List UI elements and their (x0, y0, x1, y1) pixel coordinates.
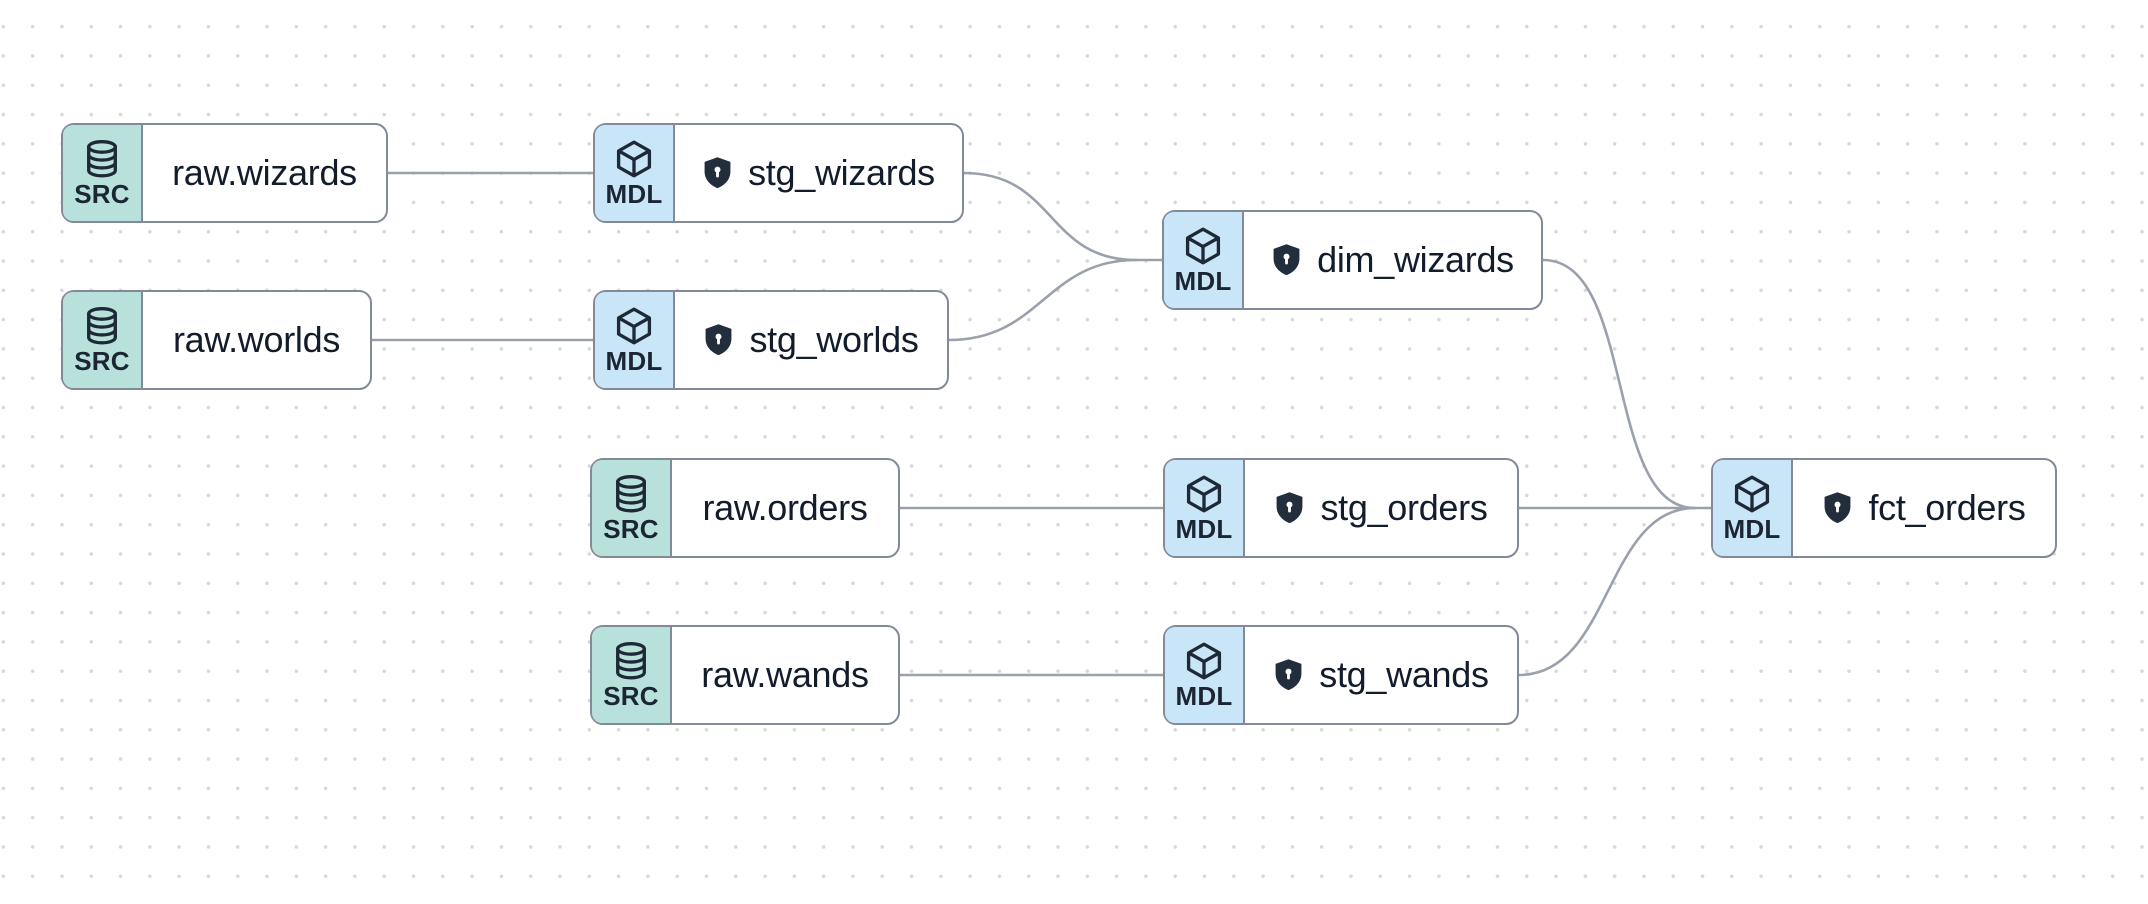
badge-label: MDL (1723, 513, 1781, 544)
node-body: dim_wizards (1244, 212, 1541, 308)
node-body: raw.wizards (143, 125, 386, 221)
badge-label: SRC (603, 680, 659, 711)
edge-stg-wands-fct-orders (1517, 506, 1697, 677)
node-type-badge: MDL (1164, 212, 1244, 308)
node-body: raw.orders (672, 460, 898, 556)
node-type-badge: SRC (592, 627, 672, 723)
node-label: raw.wizards (172, 152, 357, 193)
database-icon (616, 474, 646, 513)
node-dim-wizards[interactable]: MDL dim_wizards (1162, 210, 1543, 310)
node-stg-wizards[interactable]: MDL stg_wizards (593, 123, 964, 223)
node-label: fct_orders (1868, 487, 2026, 528)
node-stg-worlds[interactable]: MDL stg_worlds (593, 290, 949, 390)
node-raw-worlds[interactable]: SRC raw.worlds (61, 290, 372, 390)
badge-label: MDL (1174, 265, 1232, 296)
shield-lock-icon (1275, 659, 1302, 691)
node-stg-orders[interactable]: MDL stg_orders (1163, 458, 1519, 558)
badge-label: SRC (603, 513, 659, 544)
database-icon (87, 139, 117, 178)
node-label: stg_wands (1319, 654, 1489, 695)
node-label: dim_wizards (1317, 239, 1514, 280)
node-body: stg_wizards (675, 125, 962, 221)
node-label: raw.wands (701, 654, 869, 695)
node-label: raw.orders (702, 487, 868, 528)
badge-label: MDL (1175, 513, 1233, 544)
node-type-badge: MDL (595, 292, 675, 388)
shield-lock-icon (706, 324, 732, 356)
node-body: raw.wands (672, 627, 898, 723)
node-raw-orders[interactable]: SRC raw.orders (590, 458, 900, 558)
node-raw-wands[interactable]: SRC raw.wands (590, 625, 900, 725)
node-type-badge: MDL (1713, 460, 1793, 556)
badge-label: SRC (74, 345, 130, 376)
node-label: raw.worlds (172, 319, 341, 360)
badge-label: MDL (605, 345, 663, 376)
node-label: stg_wizards (748, 152, 935, 193)
node-type-badge: MDL (595, 125, 675, 221)
shield-lock-icon (1825, 492, 1851, 524)
shield-lock-icon (704, 157, 731, 189)
node-type-badge: MDL (1165, 460, 1245, 556)
node-stg-wands[interactable]: MDL stg_wands (1163, 625, 1519, 725)
node-type-badge: SRC (63, 125, 143, 221)
node-type-badge: SRC (592, 460, 672, 556)
database-icon (87, 306, 117, 345)
cube-icon (1185, 227, 1221, 265)
database-icon (616, 641, 646, 680)
cube-icon (616, 307, 652, 345)
edge-stg-worlds-dim-wizards (947, 258, 1138, 342)
node-label: stg_orders (1320, 487, 1488, 528)
node-body: stg_wands (1245, 627, 1517, 723)
shield-lock-icon (1277, 492, 1303, 524)
badge-label: MDL (605, 178, 663, 209)
cube-icon (1186, 642, 1222, 680)
cube-icon (1186, 475, 1222, 513)
node-body: raw.worlds (143, 292, 370, 388)
node-type-badge: SRC (63, 292, 143, 388)
node-type-badge: MDL (1165, 627, 1245, 723)
node-fct-orders[interactable]: MDL fct_orders (1711, 458, 2057, 558)
badge-label: MDL (1175, 680, 1233, 711)
badge-label: SRC (74, 178, 130, 209)
cube-icon (1734, 475, 1770, 513)
node-label: stg_worlds (749, 319, 919, 360)
node-body: fct_orders (1793, 460, 2055, 556)
node-body: stg_orders (1245, 460, 1517, 556)
node-raw-wizards[interactable]: SRC raw.wizards (61, 123, 388, 223)
edge-stg-wizards-dim-wizards (962, 171, 1138, 262)
node-body: stg_worlds (675, 292, 947, 388)
edge-dim-wizards-fct-orders (1541, 258, 1697, 510)
shield-lock-icon (1273, 244, 1300, 276)
cube-icon (616, 140, 652, 178)
